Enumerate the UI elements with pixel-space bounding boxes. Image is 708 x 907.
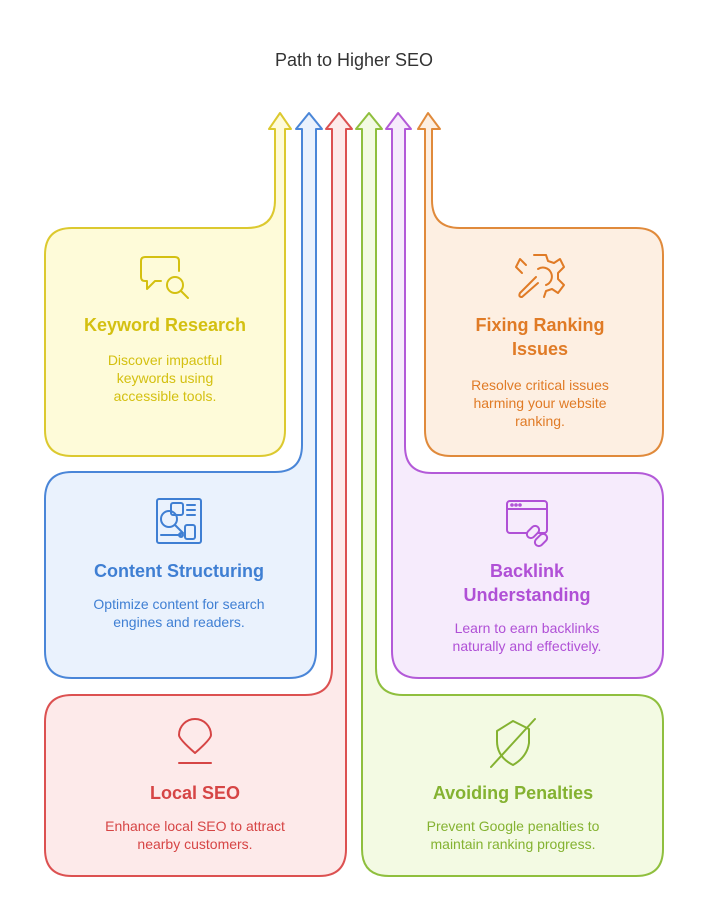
browser-link-icon [506,500,549,548]
chat-search-icon [140,256,189,299]
ranking-title: Issues [512,339,568,359]
local-card [44,112,353,877]
keyword-description: accessible tools. [114,388,217,404]
content-layout-icon [156,498,202,544]
keyword-description: keywords using [117,370,214,386]
content-description: engines and readers. [113,614,245,630]
shield-off-icon [490,718,536,768]
keyword-title: Keyword Research [84,315,246,335]
wrench-gear-icon [515,254,565,298]
backlink-title: Backlink [490,561,565,581]
backlink-description: naturally and effectively. [453,638,602,654]
local-description: Enhance local SEO to attract [105,818,285,834]
keyword-description: Discover impactful [108,352,222,368]
penalty-title: Avoiding Penalties [433,783,593,803]
ranking-description: Resolve critical issues [471,377,609,393]
ranking-description: ranking. [515,413,565,429]
ranking-title: Fixing Ranking [475,315,604,335]
backlink-description: Learn to earn backlinks [455,620,600,636]
ranking-description: harming your website [473,395,606,411]
content-card [44,112,323,679]
penalty-description: Prevent Google penalties to [427,818,600,834]
ranking-card [417,112,664,457]
content-title: Content Structuring [94,561,264,581]
backlink-card [385,112,664,679]
content-description: Optimize content for search [93,596,264,612]
location-pin-icon [178,718,212,764]
local-description: nearby customers. [137,836,252,852]
penalty-description: maintain ranking progress. [431,836,596,852]
backlink-title: Understanding [463,585,590,605]
local-title: Local SEO [150,783,240,803]
diagram-title: Path to Higher SEO [275,50,433,70]
